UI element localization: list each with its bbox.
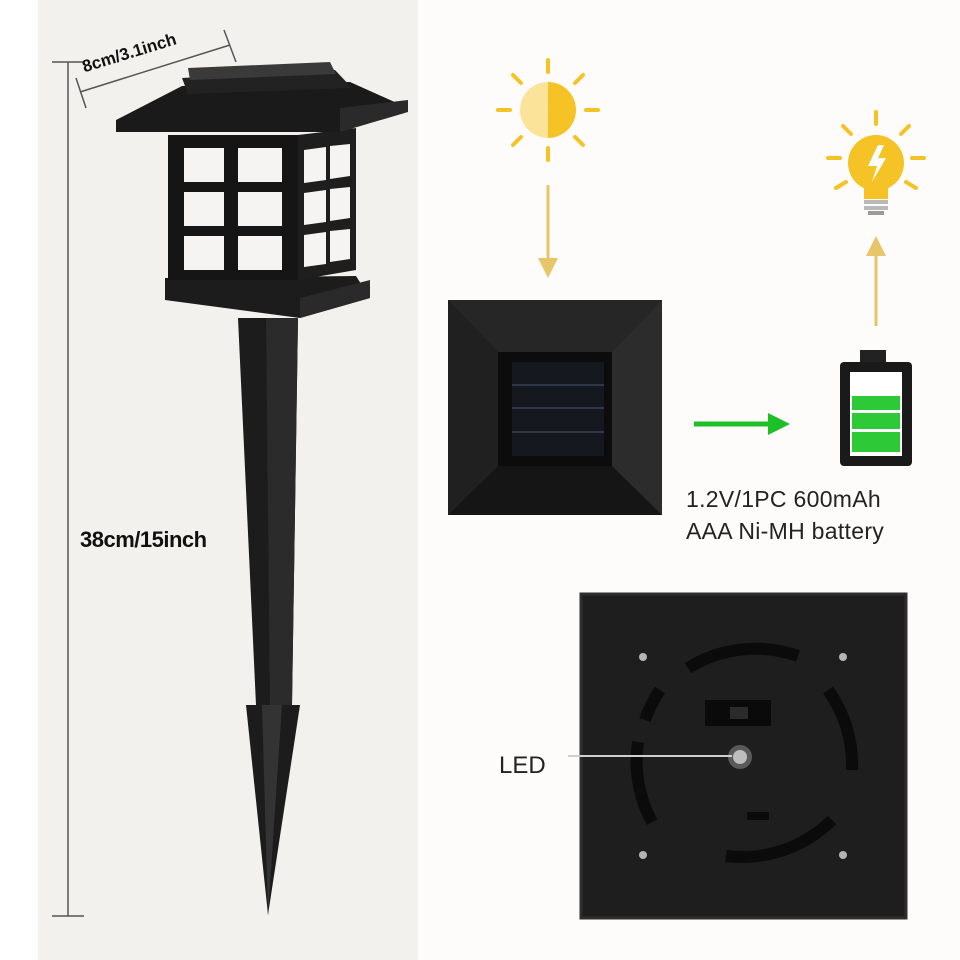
height-dimension-line: [52, 61, 84, 917]
arrow-right-icon: [694, 413, 790, 435]
battery-spec-line-2: AAA Ni-MH battery: [686, 518, 885, 544]
garden-lamp-image: [116, 62, 408, 915]
battery-spec-line-1: 1.2V/1PC 600mAh: [686, 486, 882, 512]
arrow-down-icon: [538, 185, 558, 278]
solar-panel-image: [448, 300, 662, 515]
light-bulb-icon: [826, 110, 926, 215]
width-dimension-line: [75, 29, 237, 109]
arrow-up-icon: [866, 236, 886, 326]
led-callout-label: LED: [499, 752, 546, 779]
lantern-windows: [184, 144, 350, 270]
sun-icon: [496, 58, 600, 162]
battery-icon: [840, 350, 912, 466]
height-dimension-label: 38cm/15inch: [80, 527, 207, 552]
